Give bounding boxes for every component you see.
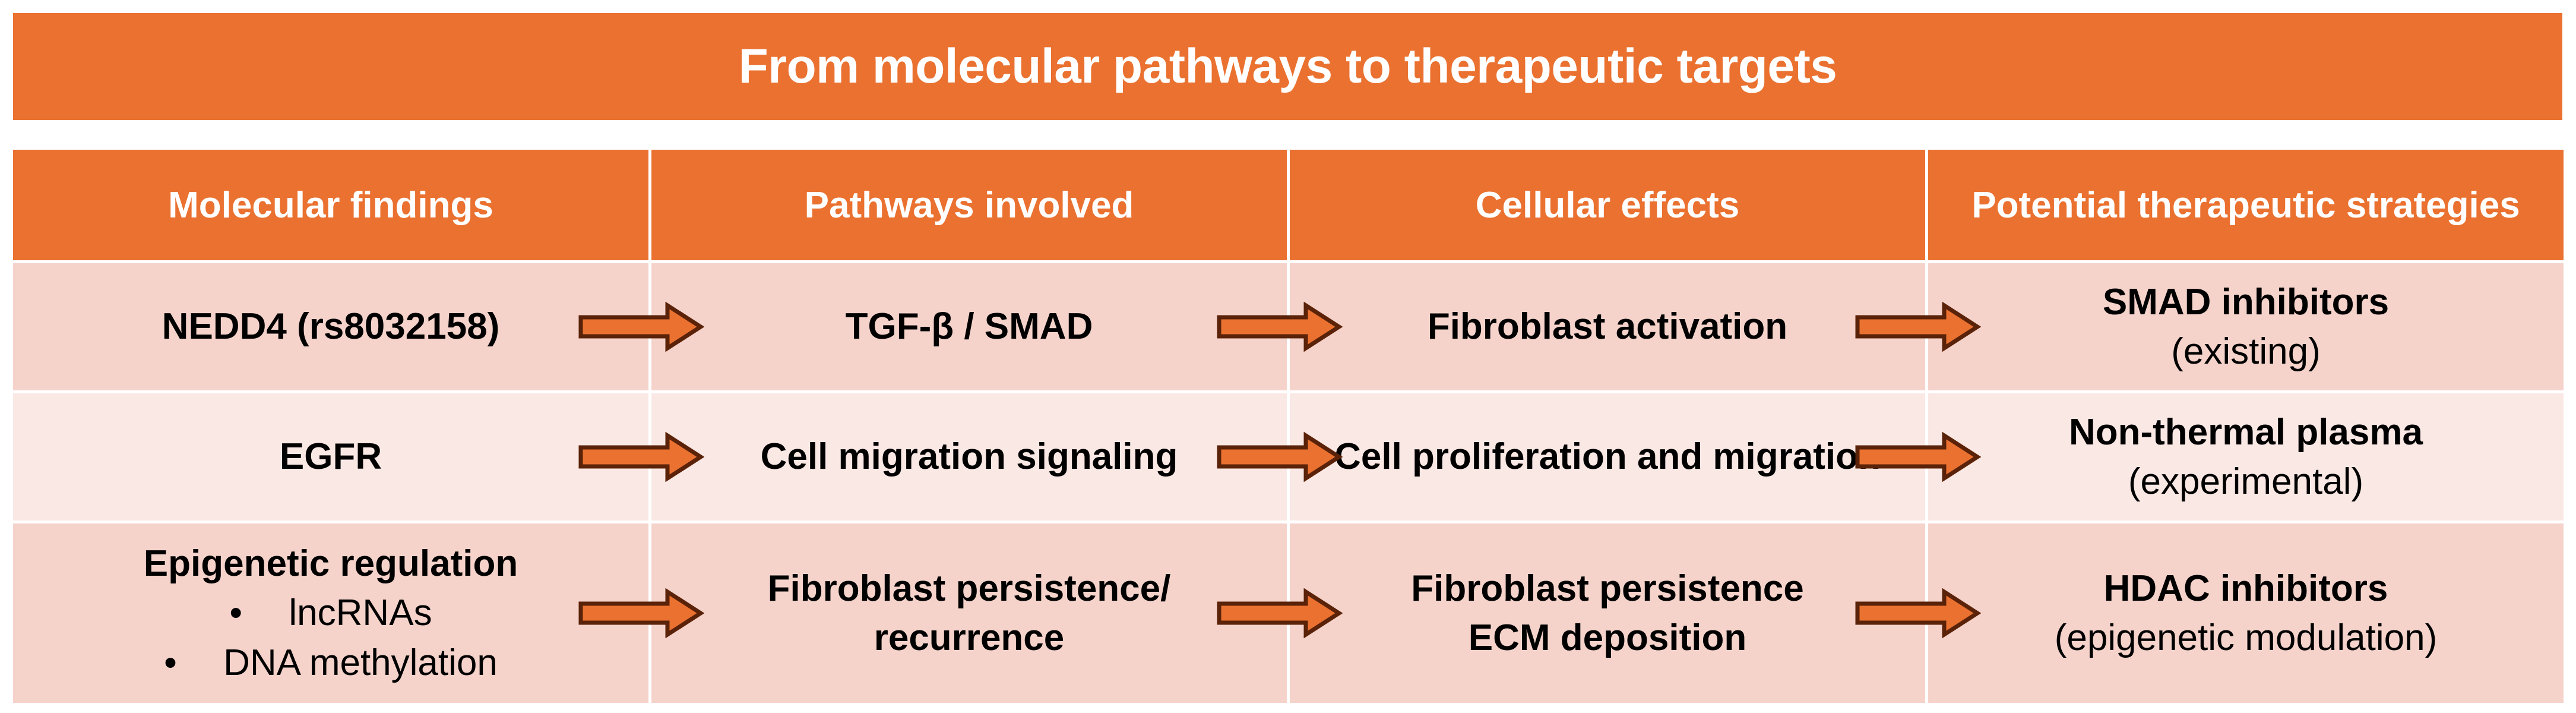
row3-bullet-dna-methylation: DNA methylation: [223, 642, 498, 683]
header-therapeutic-strategies: Potential therapeutic strategies: [1928, 150, 2564, 260]
row1-pathway: TGF-β / SMAD: [845, 306, 1093, 348]
row3-effect-cell: Fibroblast persistence ECM deposition: [1290, 523, 1981, 703]
row3-effect-line1: Fibroblast persistence: [1411, 567, 1804, 609]
row1-effect: Fibroblast activation: [1427, 306, 1788, 348]
row3-pathway-line1: Fibroblast persistence/: [767, 567, 1171, 609]
header-cellular-effects: Cellular effects: [1290, 150, 1925, 260]
list-item: • lncRNAs: [164, 588, 498, 638]
row1-finding: NEDD4 (rs8032158): [162, 306, 500, 348]
arrow-icon: [1217, 432, 1343, 482]
arrow-icon: [1217, 302, 1343, 352]
arrow-icon: [578, 588, 704, 638]
row3-effect-line2: ECM deposition: [1468, 617, 1747, 658]
arrow-icon: [1855, 432, 1981, 482]
row1-strategy-note: (existing): [2171, 331, 2321, 372]
row2-pathway: Cell migration signaling: [760, 436, 1178, 478]
header-molecular-findings: Molecular findings: [13, 150, 648, 260]
row3-bullet-lncrnas: lncRNAs: [289, 592, 432, 634]
row2-finding-cell: EGFR: [13, 393, 704, 520]
row3-strategy-note: (epigenetic modulation): [2054, 617, 2438, 658]
arrow-icon: [1217, 588, 1343, 638]
arrow-icon: [578, 302, 704, 352]
header-pathways-involved: Pathways involved: [651, 150, 1287, 260]
arrow-icon: [1855, 302, 1981, 352]
bullet-icon: •: [164, 642, 177, 683]
row1-strategy-cell: SMAD inhibitors (existing): [1928, 263, 2564, 390]
arrow-icon: [1855, 588, 1981, 638]
row3-finding-cell: Epigenetic regulation • lncRNAs • DNA me…: [13, 523, 704, 703]
row2-strategy-cell: Non-thermal plasma (experimental): [1928, 393, 2564, 520]
arrow-icon: [578, 432, 704, 482]
row1-pathway-cell: TGF-β / SMAD: [651, 263, 1343, 390]
row2-strategy-note: (experimental): [2128, 461, 2364, 502]
row2-pathway-cell: Cell migration signaling: [651, 393, 1343, 520]
diagram-title: From molecular pathways to therapeutic t…: [13, 13, 2562, 120]
row3-finding: Epigenetic regulation: [143, 543, 518, 585]
row1-finding-cell: NEDD4 (rs8032158): [13, 263, 704, 390]
row3-pathway-line2: recurrence: [874, 617, 1065, 658]
bullet-icon: •: [229, 592, 243, 634]
row1-strategy: SMAD inhibitors: [2102, 281, 2390, 323]
row2-effect-cell: Cell proliferation and migration: [1290, 393, 1981, 520]
pathway-table: Molecular findings Pathways involved Cel…: [13, 150, 2564, 703]
row3-pathway-cell: Fibroblast persistence/ recurrence: [651, 523, 1343, 703]
row3-strategy-cell: HDAC inhibitors (epigenetic modulation): [1928, 523, 2564, 703]
row2-strategy: Non-thermal plasma: [2068, 411, 2423, 453]
row2-finding: EGFR: [279, 436, 382, 478]
row2-effect: Cell proliferation and migration: [1334, 436, 1881, 478]
row3-finding-bullets: • lncRNAs • DNA methylation: [164, 588, 498, 687]
list-item: • DNA methylation: [164, 638, 498, 687]
row3-strategy: HDAC inhibitors: [2103, 567, 2388, 609]
row1-effect-cell: Fibroblast activation: [1290, 263, 1981, 390]
